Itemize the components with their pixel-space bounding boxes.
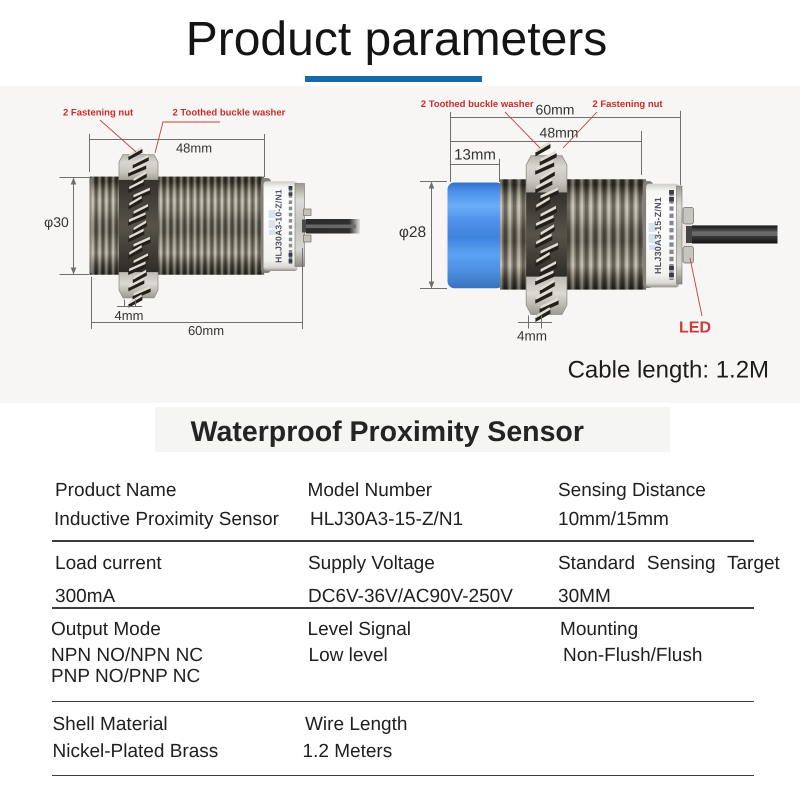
svg-text:48mm: 48mm [540, 125, 579, 141]
svg-text:LED: LED [679, 320, 711, 337]
svg-text:60mm: 60mm [536, 102, 575, 118]
svg-text:48mm: 48mm [176, 140, 212, 155]
svg-text:4mm: 4mm [517, 329, 547, 344]
svg-text:2 Toothed buckle washer: 2 Toothed buckle washer [173, 108, 286, 119]
svg-text:φ28: φ28 [399, 224, 426, 241]
svg-text:2 Toothed buckle washer: 2 Toothed buckle washer [421, 99, 534, 110]
svg-text:4mm: 4mm [115, 308, 144, 323]
svg-text:2 Fastening nut: 2 Fastening nut [592, 99, 663, 110]
svg-text:Cable length: 1.2M: Cable length: 1.2M [568, 356, 769, 383]
svg-text:HLJ30A3-10-Z/N1: HLJ30A3-10-Z/N1 [274, 189, 284, 263]
svg-text:60mm: 60mm [188, 323, 224, 338]
svg-text:φ30: φ30 [44, 214, 69, 230]
svg-text:2 Fastening nut: 2 Fastening nut [63, 108, 134, 119]
svg-text:HLJ30A3-15-Z/N1: HLJ30A3-15-Z/N1 [653, 197, 663, 274]
svg-text:13mm: 13mm [454, 147, 496, 164]
